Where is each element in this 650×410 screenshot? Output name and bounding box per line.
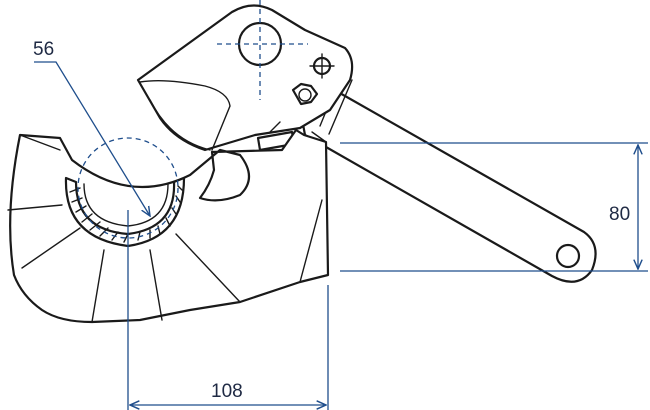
lever-bolt — [309, 53, 335, 79]
dim-label-80: 80 — [609, 204, 630, 225]
lever-eye-hole — [555, 243, 581, 269]
upper-latch — [136, 4, 354, 152]
dim-height — [340, 142, 648, 272]
dim-length — [127, 210, 329, 410]
dim-ball-diameter — [34, 61, 150, 216]
ball-outline — [77, 137, 179, 239]
dim-label-56: 56 — [33, 39, 54, 60]
dim-label-108: 108 — [211, 381, 243, 402]
lever-nut — [291, 82, 319, 106]
lever-arm — [298, 69, 597, 283]
